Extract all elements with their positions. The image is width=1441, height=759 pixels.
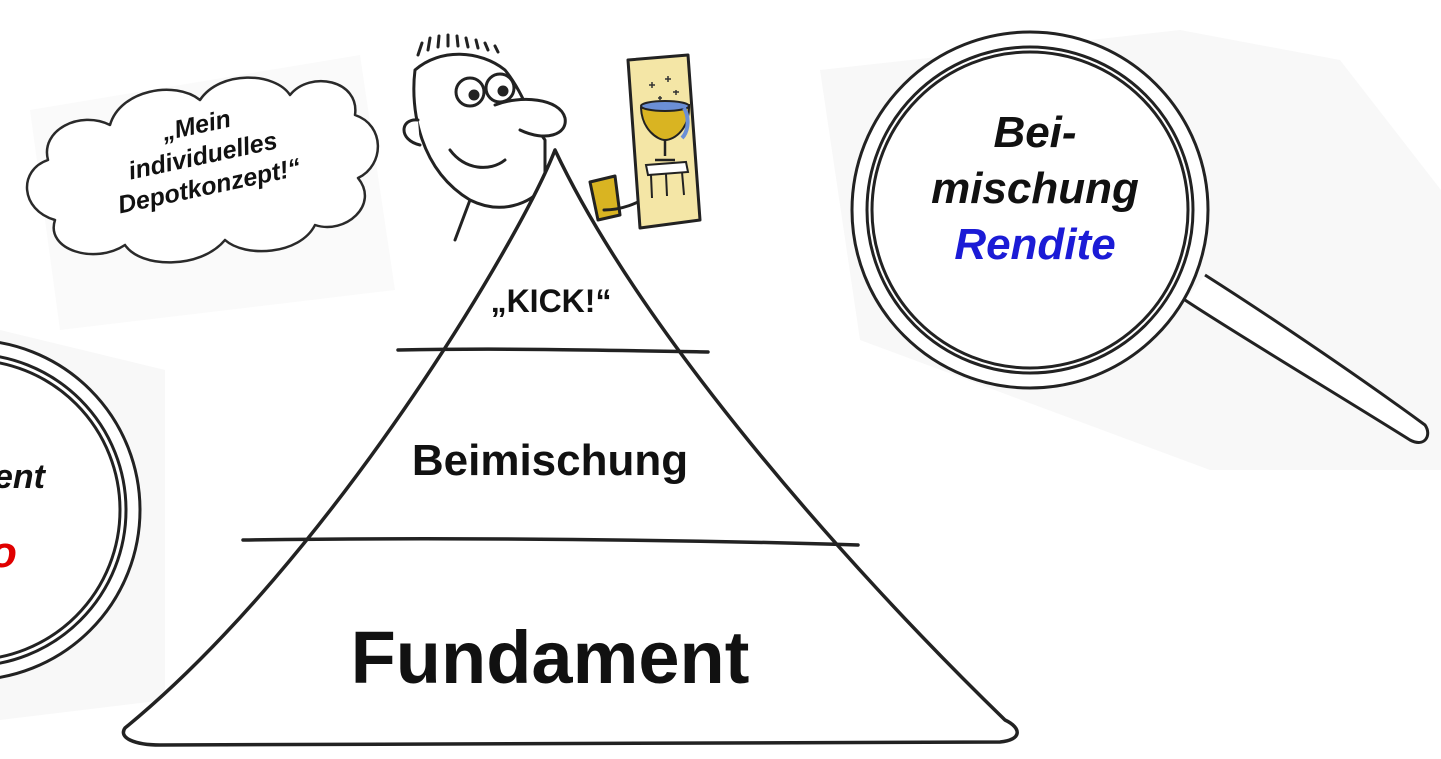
pyramid-outline <box>121 148 1019 747</box>
magnifier-right-line-2: mischung <box>931 164 1139 213</box>
pyramid-divider-top <box>396 347 710 354</box>
magnifier-left-line-2: o <box>0 528 16 578</box>
pyramid-middle-label: Beimischung <box>411 436 689 485</box>
magnifier-right-line-1: Bei- <box>993 108 1077 157</box>
magnifier-right-text: Bei- mischung Rendite <box>920 105 1150 273</box>
magnifier-right-line-3: Rendite <box>954 220 1116 269</box>
left-magnifying-glass-icon <box>0 341 142 679</box>
grail-card-icon <box>626 53 702 230</box>
pyramid-divider-bottom <box>241 537 860 547</box>
magnifier-left-line-1: ent <box>0 458 45 496</box>
magnifying-glass-icon <box>850 30 1430 444</box>
pyramid-top-label: „KICK!“ <box>490 283 612 319</box>
thought-cloud-icon <box>25 76 380 264</box>
pyramid-bottom-label: Fundament <box>350 616 750 699</box>
